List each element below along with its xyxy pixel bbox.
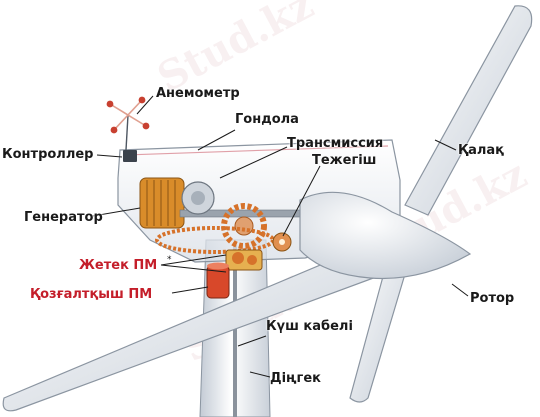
label-transmission: Трансмиссия — [287, 136, 384, 151]
label-controller: Контроллер — [2, 147, 94, 162]
label-tower: Діңгек — [270, 371, 321, 386]
blade-left — [2, 241, 396, 412]
anemometer-device — [106, 96, 150, 151]
label-rotor: Ротор — [470, 291, 515, 306]
nacelle-roof-line — [124, 145, 389, 156]
label-brake: Тежегіш — [312, 153, 377, 168]
power-cable — [233, 245, 237, 417]
label-power-cable: Күш кабелі — [266, 319, 353, 334]
label-nacelle: Гондола — [235, 112, 299, 127]
yaw-motor — [206, 262, 230, 299]
label-generator: Генератор — [24, 210, 103, 225]
blade-lower — [349, 257, 409, 403]
rotor-hub — [299, 191, 472, 280]
leader-lines — [92, 95, 469, 378]
yaw-drive-gears — [225, 249, 263, 271]
label-yaw-motor: Қозғалтқыш ПМ — [30, 287, 153, 302]
label-blade: Қалақ — [458, 143, 504, 158]
label-yaw-drive: Жетек ПМ — [79, 258, 158, 273]
controller-box — [123, 150, 137, 162]
generator-unit — [139, 177, 185, 229]
label-anemometer: Анемометр — [156, 86, 240, 101]
asterisk-mark: * — [167, 255, 172, 265]
blade-upper — [404, 5, 533, 216]
